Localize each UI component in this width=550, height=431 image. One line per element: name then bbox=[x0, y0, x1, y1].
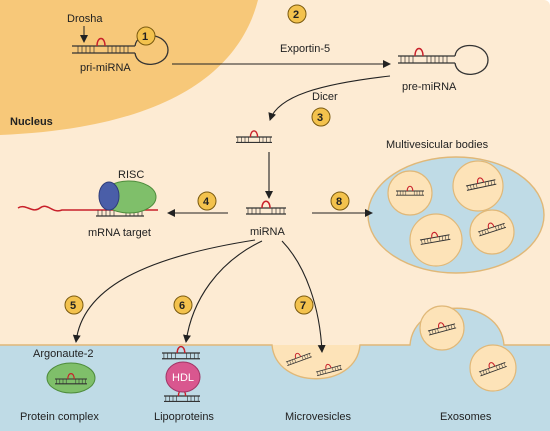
argonaute-arrow bbox=[72, 239, 256, 343]
protein-complex-label: Protein complex bbox=[20, 411, 99, 423]
step-badge-7: 7 bbox=[294, 295, 314, 315]
svg-text:8: 8 bbox=[336, 196, 342, 208]
mvb-vesicle bbox=[409, 213, 463, 267]
hdl-particle bbox=[165, 361, 201, 393]
step-badge-2: 2 bbox=[287, 4, 307, 24]
svg-text:5: 5 bbox=[70, 300, 76, 312]
step-badge-5: 5 bbox=[64, 295, 84, 315]
drosha-label: Drosha bbox=[67, 13, 103, 25]
svg-text:1: 1 bbox=[142, 31, 148, 43]
exosome bbox=[469, 344, 517, 392]
mvb-vesicle bbox=[452, 160, 504, 212]
exosome bbox=[419, 305, 465, 351]
microvesicles-label: Microvesicles bbox=[285, 411, 352, 423]
svg-text:2: 2 bbox=[293, 9, 299, 21]
nucleus bbox=[0, 0, 258, 135]
nucleus-label: Nucleus bbox=[10, 116, 53, 128]
step-badge-3: 3 bbox=[311, 107, 331, 127]
svg-text:6: 6 bbox=[179, 300, 185, 312]
exosomes-label: Exosomes bbox=[440, 411, 492, 423]
risc-label: RISC bbox=[118, 169, 144, 181]
step-badge-4: 4 bbox=[197, 191, 217, 211]
microvesicle-arrow bbox=[281, 240, 326, 353]
hdl-label: HDL bbox=[172, 372, 194, 384]
mvb-vesicle bbox=[387, 170, 433, 216]
svg-text:3: 3 bbox=[317, 112, 323, 124]
mrna-target-label: mRNA target bbox=[88, 227, 151, 239]
pre-mirna bbox=[398, 44, 489, 75]
argonaute-complex bbox=[46, 362, 96, 394]
dicer-arrow bbox=[268, 75, 391, 121]
svg-text:4: 4 bbox=[203, 196, 210, 208]
svg-text:7: 7 bbox=[300, 300, 306, 312]
mvb-label: Multivesicular bodies bbox=[386, 139, 489, 151]
hdl-arrow bbox=[183, 240, 263, 343]
step-badge-1: 1 bbox=[136, 26, 156, 46]
risc-complex bbox=[98, 181, 120, 211]
pri-mirna bbox=[72, 34, 169, 65]
mirna-label: miRNA bbox=[250, 226, 285, 238]
argonaute-label: Argonaute-2 bbox=[33, 348, 94, 360]
exportin-label: Exportin-5 bbox=[280, 43, 330, 55]
pri-mirna-label: pri-miRNA bbox=[80, 62, 131, 74]
pre-mirna-label: pre-miRNA bbox=[402, 81, 457, 93]
lipoproteins-label: Lipoproteins bbox=[154, 411, 214, 423]
step-badge-6: 6 bbox=[173, 295, 193, 315]
extracellular-space bbox=[0, 308, 550, 431]
plasma-membrane bbox=[0, 307, 550, 380]
step-badge-8: 8 bbox=[330, 191, 350, 211]
dicer-label: Dicer bbox=[312, 91, 338, 103]
mrna-strand bbox=[17, 205, 158, 212]
